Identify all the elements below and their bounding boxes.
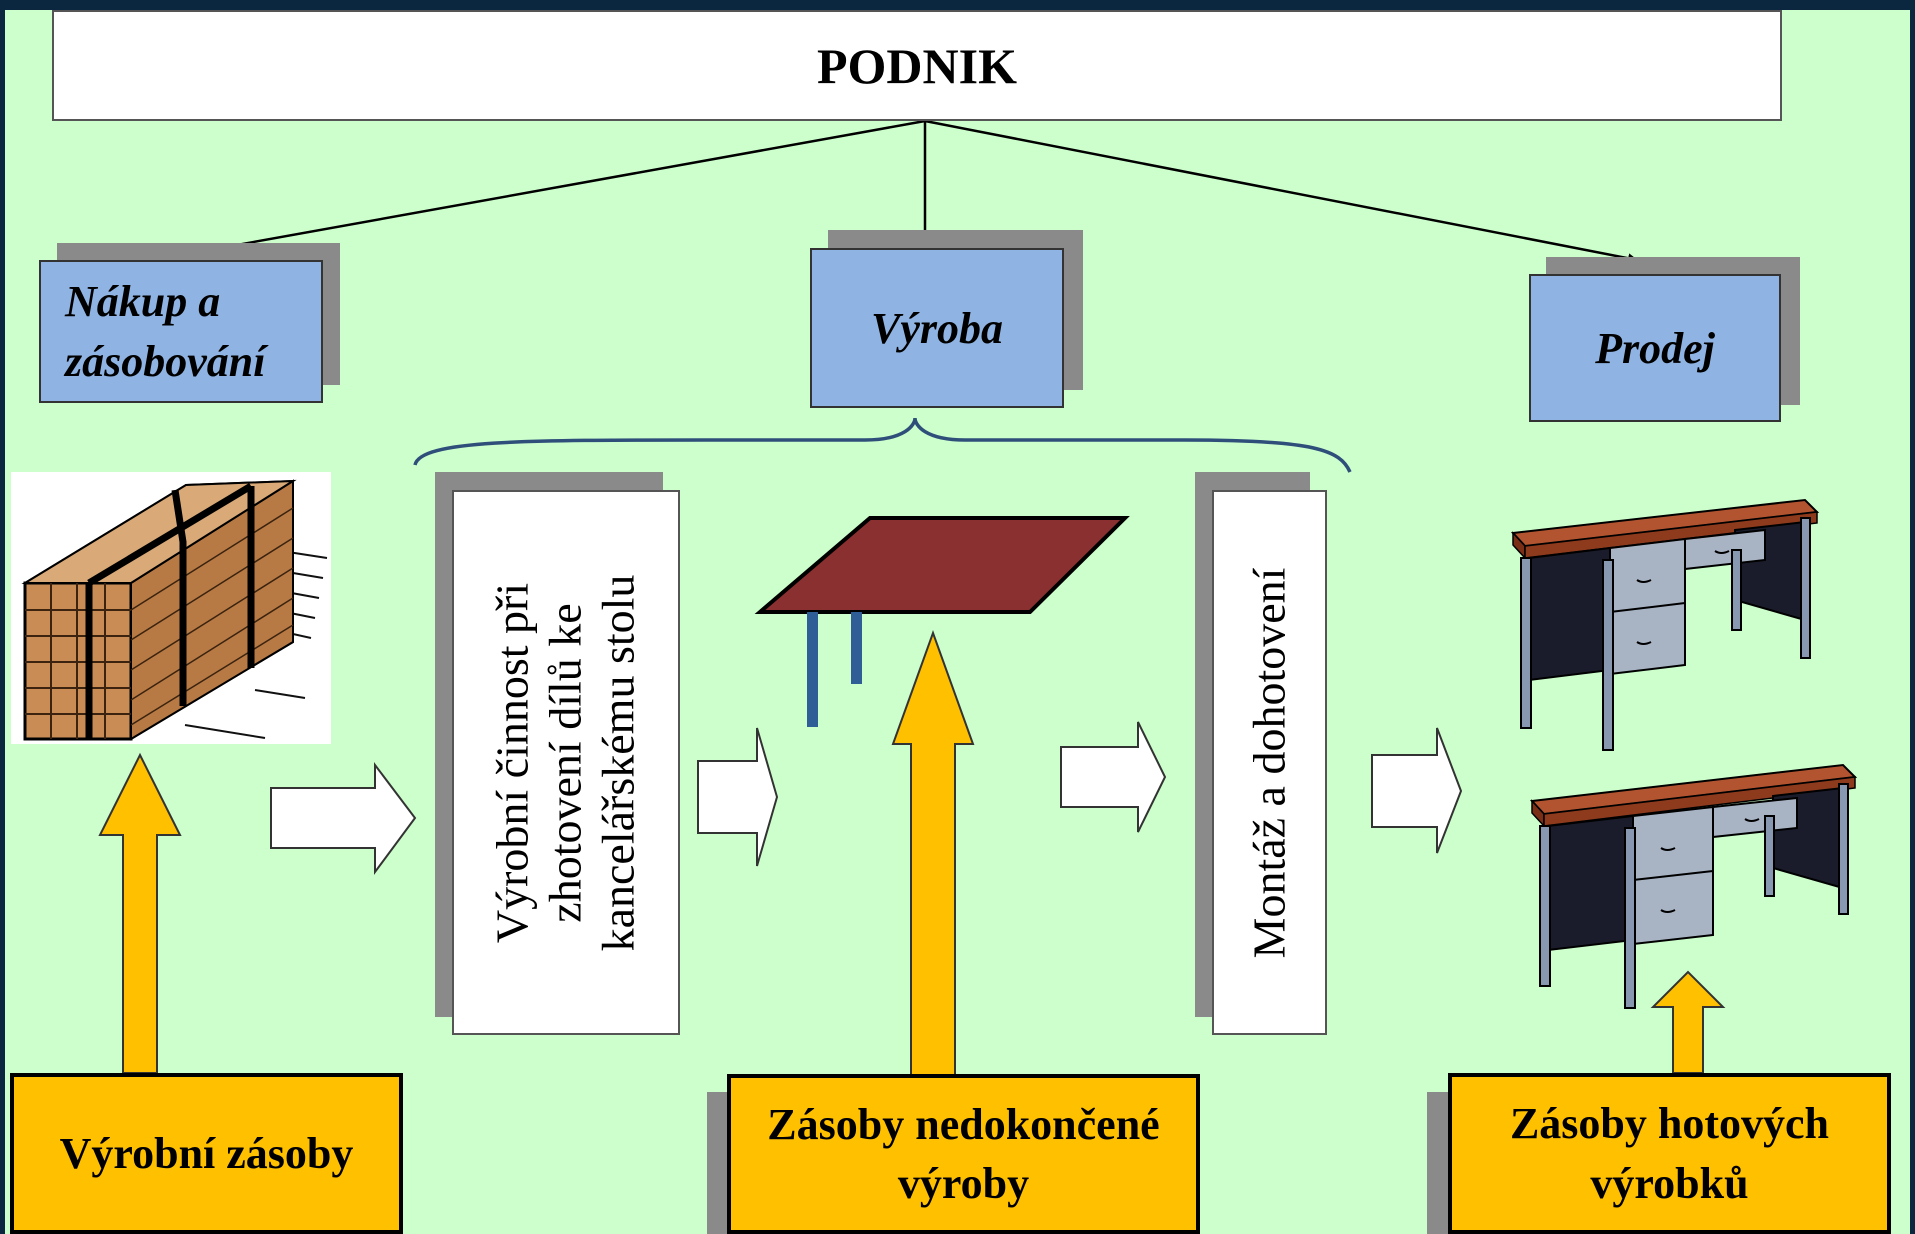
- company-title: PODNIK: [52, 10, 1782, 121]
- production-brace: [413, 417, 1352, 473]
- department-sales-label: Prodej: [1595, 323, 1715, 373]
- office-desk-icon-top: [1510, 498, 1820, 751]
- process-manufacturing: Výrobní činnost při zhotovení dílů ke ka…: [452, 490, 680, 1035]
- inventory-work-in-progress: Zásoby nedokončené výroby: [727, 1074, 1200, 1234]
- department-production-label: Výroba: [871, 303, 1003, 353]
- office-desk-icon-bottom: [1529, 763, 1858, 1009]
- connectors-layer: [11, 119, 1858, 1076]
- flow-arrow-assembly-to-desks: [1371, 727, 1463, 854]
- department-sales: Prodej: [1529, 274, 1781, 422]
- tabletop-part-icon: [754, 516, 1130, 727]
- process-manufacturing-label: Výrobní činnost při zhotovení dílů ke ka…: [486, 574, 644, 951]
- department-purchasing: Nákup a zásobování: [39, 260, 323, 403]
- timber-stack-icon: [11, 472, 331, 744]
- flow-arrows: [270, 721, 1463, 876]
- inventory-arrows: [98, 630, 1726, 1076]
- flow-arrow-manufacturing-to-part: [697, 727, 779, 867]
- up-arrow-work-in-progress: [891, 630, 975, 1076]
- arrow-to-purchasing: [197, 119, 926, 256]
- department-production: Výroba: [810, 248, 1064, 408]
- flow-arrow-materials-to-manufacturing: [270, 762, 417, 876]
- inventory-materials: Výrobní zásoby: [10, 1073, 403, 1234]
- inventory-work-in-progress-label: Zásoby nedokončené výroby: [767, 1099, 1160, 1208]
- inventory-finished-goods: Zásoby hotových výrobků: [1448, 1073, 1891, 1234]
- diagram-canvas: PODNIK Nákup a zásobování Výroba Prodej …: [5, 10, 1910, 1234]
- department-purchasing-label: Nákup a zásobování: [65, 277, 266, 386]
- process-assembly: Montáž a dohotovení: [1212, 490, 1327, 1035]
- process-assembly-label: Montáž a dohotovení: [1243, 567, 1295, 958]
- inventory-finished-goods-label: Zásoby hotových výrobků: [1509, 1099, 1830, 1208]
- arrow-to-sales: [924, 119, 1638, 264]
- up-arrow-materials: [98, 752, 182, 1074]
- flow-arrow-part-to-assembly: [1060, 721, 1167, 833]
- up-arrow-finished-goods: [1650, 970, 1726, 1074]
- hierarchy-arrows: [197, 119, 1638, 264]
